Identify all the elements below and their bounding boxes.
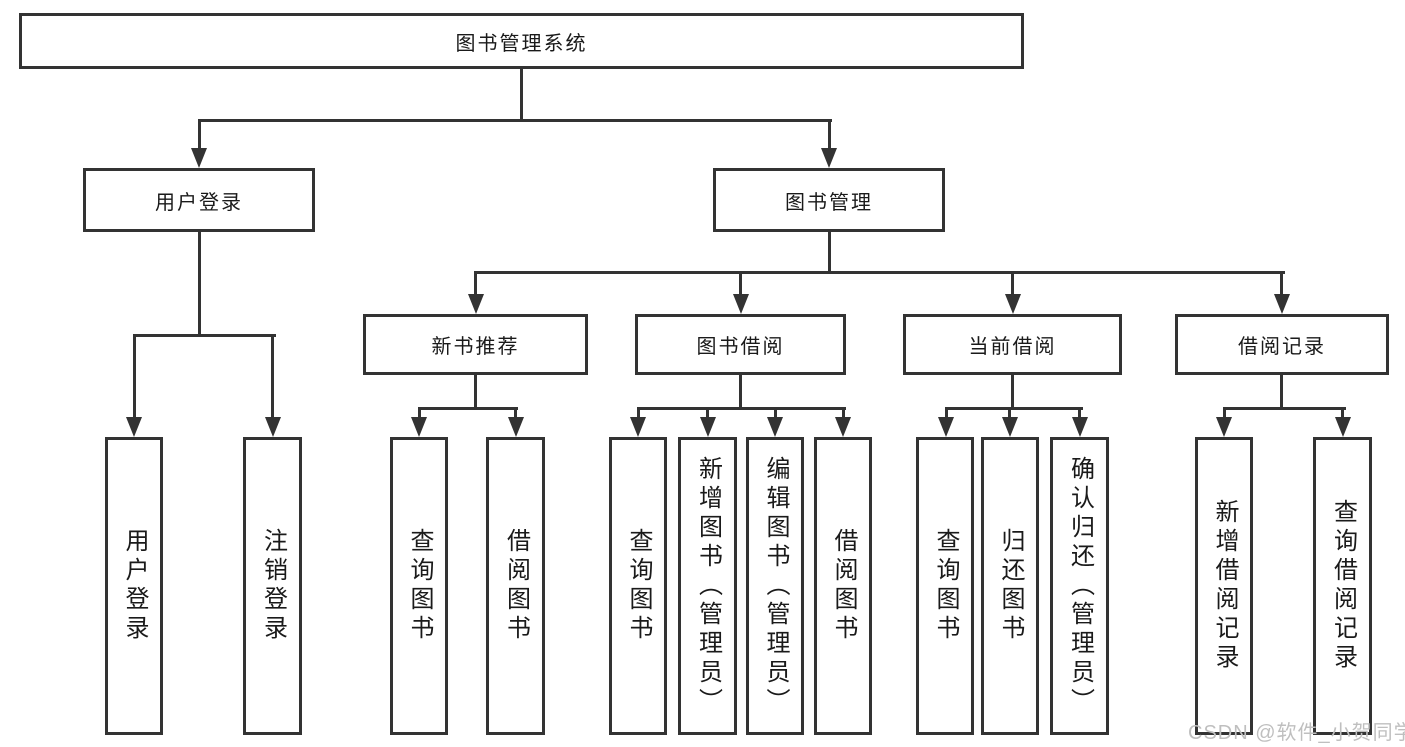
connector-line [1011, 272, 1014, 296]
arrow-down-icon [191, 148, 207, 168]
arrow-down-icon [835, 417, 851, 437]
arrow-down-icon [1071, 417, 1088, 437]
arrow-down-icon [411, 417, 427, 437]
connector-line [514, 408, 517, 419]
connector-line [132, 333, 276, 337]
arrow-down-icon [1273, 294, 1290, 314]
arrow-down-icon [1004, 294, 1021, 314]
connector-line [1341, 408, 1344, 419]
leaf-query-borrow-record: 查询借阅记录 [1313, 437, 1372, 735]
node-new-book-recommendation: 新书推荐 [363, 314, 588, 375]
connector-line [1011, 375, 1014, 410]
connector-line [474, 270, 1285, 274]
connector-line [417, 408, 421, 419]
connector-line [739, 375, 742, 410]
connector-line [1222, 406, 1346, 410]
arrow-down-icon [630, 417, 646, 437]
connector-line [197, 118, 832, 122]
connector-line [841, 408, 845, 419]
connector-line [474, 375, 477, 410]
arrow-down-icon [699, 417, 716, 437]
connector-line [197, 120, 201, 150]
connector-line [636, 406, 846, 410]
connector-line [474, 272, 477, 296]
arrow-down-icon [767, 417, 783, 437]
connector-line [520, 69, 523, 120]
connector-line [1008, 408, 1011, 419]
connector-line [271, 335, 274, 419]
node-borrowing-records: 借阅记录 [1175, 314, 1389, 375]
arrow-down-icon [507, 417, 524, 437]
leaf-logout: 注销登录 [243, 437, 302, 735]
leaf-add-borrow-record: 新增借阅记录 [1195, 437, 1253, 735]
connector-line [739, 272, 742, 296]
connector-line [636, 408, 640, 419]
arrow-down-icon [264, 417, 281, 437]
arrow-down-icon [1334, 417, 1351, 437]
node-user-login: 用户登录 [83, 168, 315, 232]
arrow-down-icon [821, 148, 837, 168]
leaf-borrow-books-recommend: 借阅图书 [486, 437, 545, 735]
connector-line [773, 408, 777, 419]
leaf-query-books-current: 查询图书 [916, 437, 974, 735]
connector-line [944, 406, 1083, 410]
connector-line [132, 335, 136, 419]
connector-line [827, 232, 831, 272]
node-library-management-system: 图书管理系统 [19, 13, 1024, 69]
connector-line [706, 408, 709, 419]
leaf-query-books-recommend: 查询图书 [390, 437, 448, 735]
leaf-query-books-borrowing: 查询图书 [609, 437, 667, 735]
leaf-user-login: 用户登录 [105, 437, 163, 735]
arrow-down-icon [467, 294, 484, 314]
connector-line [1280, 375, 1283, 410]
leaf-return-book: 归还图书 [981, 437, 1039, 735]
leaf-add-book-admin: 新增图书（管理员） [678, 437, 737, 735]
leaf-borrow-books-borrowing: 借阅图书 [814, 437, 872, 735]
connector-line [1222, 408, 1226, 419]
leaf-confirm-return-admin: 确认归还（管理员） [1050, 437, 1109, 735]
arrow-down-icon [732, 294, 749, 314]
arrow-down-icon [1216, 417, 1232, 437]
connector-line [944, 408, 948, 419]
connector-line [1280, 272, 1283, 296]
arrow-down-icon [938, 417, 954, 437]
arrow-down-icon [126, 417, 142, 437]
connector-line [197, 232, 201, 337]
connector-line [417, 406, 518, 410]
leaf-edit-book-admin: 编辑图书（管理员） [746, 437, 804, 735]
connector-line [827, 120, 831, 150]
node-book-management: 图书管理 [713, 168, 945, 232]
node-book-borrowing: 图书借阅 [635, 314, 846, 375]
arrow-down-icon [1001, 417, 1018, 437]
connector-line [1078, 408, 1081, 419]
node-current-borrowing: 当前借阅 [903, 314, 1122, 375]
csdn-watermark: CSDN @软件_小贺同学 [1188, 722, 1405, 744]
